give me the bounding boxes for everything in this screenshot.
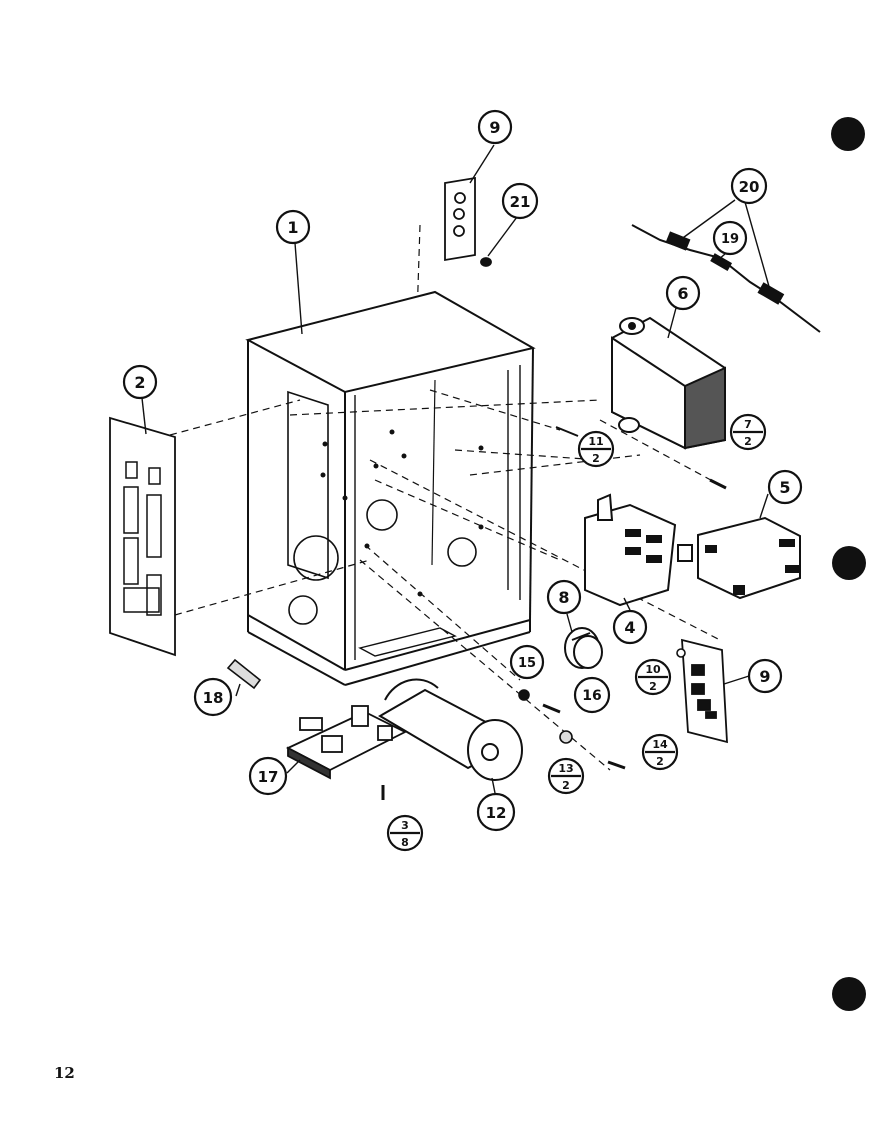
callout-12-label: 12 [486,804,507,822]
callout-11-2-top: 11 [588,435,603,448]
callout-2: 2 [122,364,158,400]
callout-4-label: 4 [624,618,635,637]
callout-7-2-top: 7 [744,418,752,431]
callout-13-2-bottom: 2 [562,779,570,792]
callout-18-label: 18 [203,689,224,707]
callout-13-2: 13 2 [547,757,585,795]
callout-10-2-top: 10 [645,663,661,676]
relay [677,516,801,600]
callout-17: 17 [248,756,288,796]
callout-5-label: 5 [779,478,790,497]
bushing [564,627,603,669]
terminal-block-upper [444,176,492,267]
callout-18: 18 [193,677,233,717]
capacitor [378,678,523,781]
callout-15: 15 [509,644,545,680]
callout-11-2-bottom: 2 [592,452,600,465]
leader-lines [141,144,771,794]
callout-9-upper-label: 9 [489,118,500,137]
page-number: 12 [54,1064,75,1082]
callout-9-lower-label: 9 [759,667,770,686]
binder-hole-top [831,117,865,151]
callout-21: 21 [501,182,539,220]
callout-5: 5 [767,469,803,505]
callout-21-label: 21 [510,193,531,211]
callout-8: 8 [546,579,582,615]
callout-19-label: 19 [721,232,739,247]
callout-7-2: 7 2 [729,413,767,451]
callout-19: 19 [712,220,748,256]
callout-14-2-top: 14 [652,738,668,751]
callout-20-label: 20 [739,178,760,196]
assembly-guide-lines [169,224,721,771]
callout-6-label: 6 [677,284,688,303]
binder-hole-middle [832,546,866,580]
callout-15-label: 15 [518,656,536,671]
terminal-block-lower [681,638,728,744]
callout-3-8-bottom: 8 [401,836,409,849]
callout-7-2-bottom: 2 [744,435,752,448]
callout-8-label: 8 [558,588,569,607]
callout-9-lower: 9 [747,658,783,694]
callout-3-8: 3 8 [386,814,424,852]
callout-14-2: 14 2 [641,733,679,771]
callout-1-label: 1 [287,218,298,237]
binder-hole-bottom [832,977,866,1011]
callout-12: 12 [476,792,516,832]
transformer [611,316,726,450]
callout-1: 1 [275,209,311,245]
binder-holes [831,117,866,1011]
callout-10-2: 10 2 [634,658,672,696]
callout-20: 20 [730,167,768,205]
contactor [584,493,677,607]
callout-16-label: 16 [582,688,601,704]
callout-10-2-bottom: 2 [649,680,657,693]
callout-6: 6 [665,275,701,311]
part-callouts: 1 2 4 5 6 8 9 9 12 15 16 17 18 19 20 [122,109,803,832]
fraction-callouts: 3 8 7 2 10 2 11 2 13 2 14 2 [386,413,767,852]
callout-13-2-top: 13 [558,762,573,775]
callout-4: 4 [612,609,648,645]
front-panel [109,416,176,657]
callout-16: 16 [573,676,611,714]
callout-11-2: 11 2 [577,430,615,468]
hardware-parts [226,426,727,800]
cabinet-housing [245,290,536,686]
circuit-board [285,705,408,780]
callout-14-2-bottom: 2 [656,755,664,768]
callout-17-label: 17 [258,768,279,786]
callout-9-upper: 9 [477,109,513,145]
callout-2-label: 2 [134,373,145,392]
callout-3-8-top: 3 [401,819,409,832]
